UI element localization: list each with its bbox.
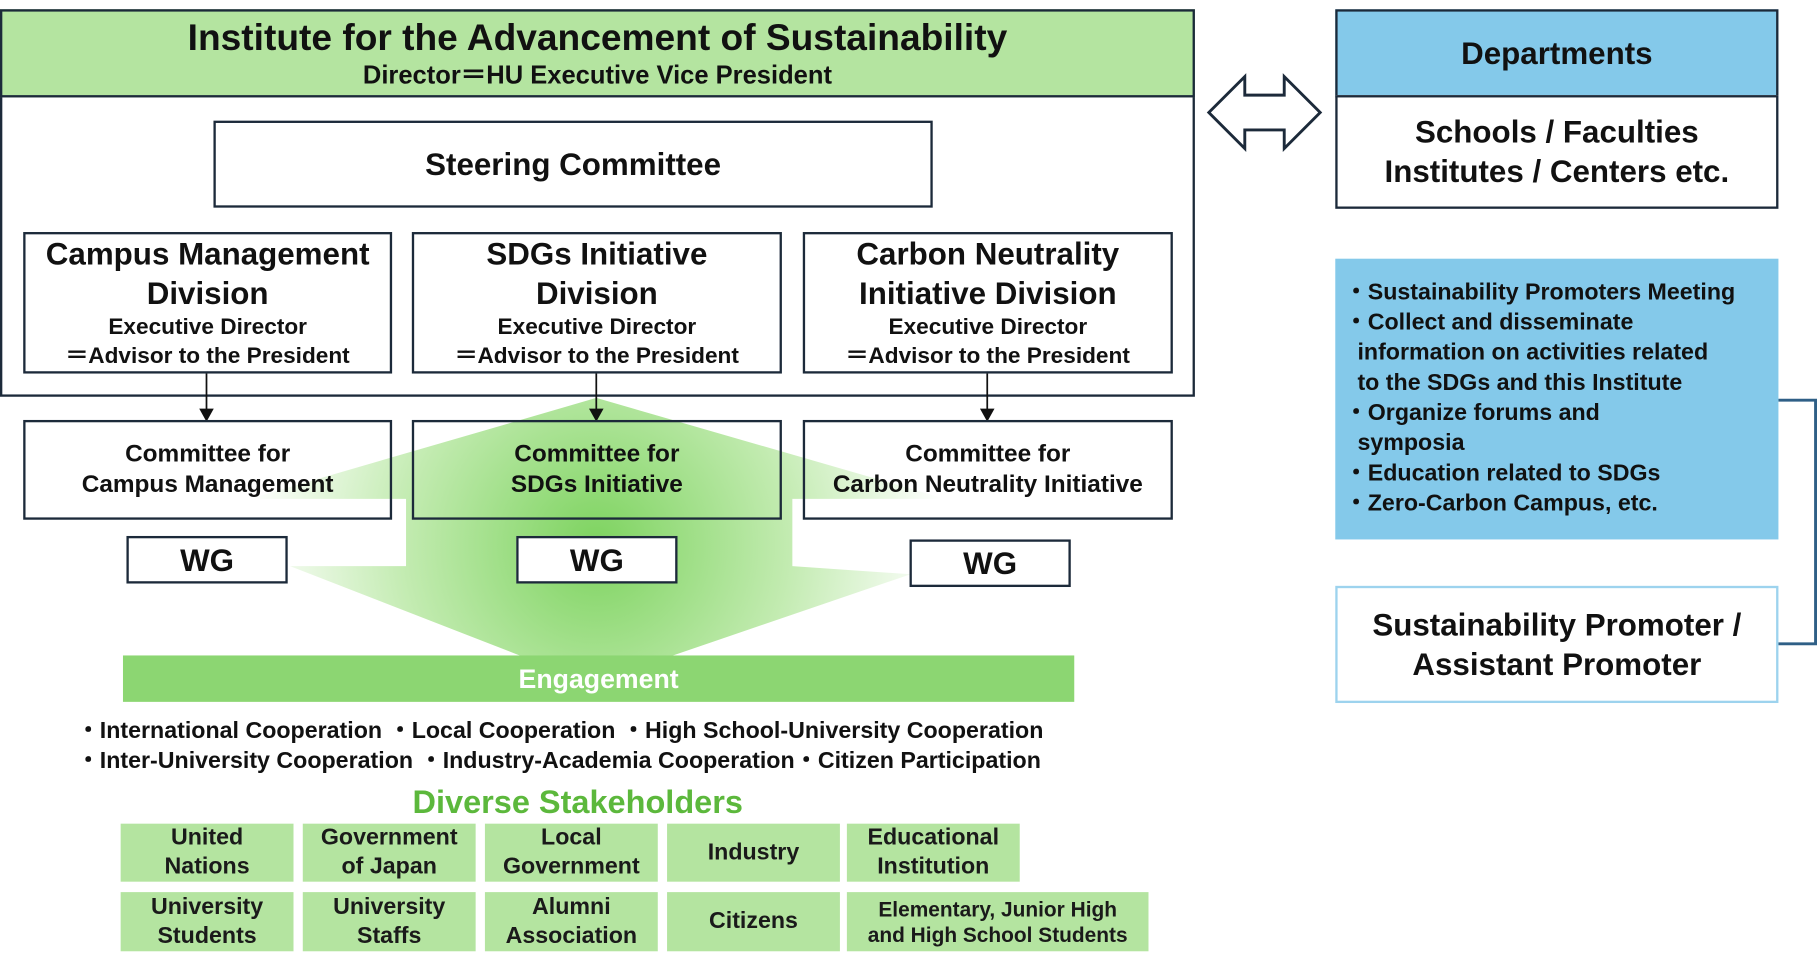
engagement-line-2: ・Inter-University Cooperation ・Industry-…: [76, 748, 1041, 774]
engagement-bar: Engagement: [122, 655, 1075, 702]
promoter-line: Assistant Promoter: [1412, 646, 1702, 682]
stakeholder-label: Local: [541, 824, 602, 851]
wg-campus: WG: [126, 535, 288, 584]
committee-label: Committee for: [514, 440, 680, 468]
division-role: ＝Advisor to the President: [65, 343, 350, 369]
stakeholder-label: Students: [157, 922, 257, 949]
activity-line: ・Collect and disseminate: [1344, 309, 1634, 336]
departments-line: Institutes / Centers etc.: [1384, 154, 1730, 190]
activity-line: ・Zero-Carbon Campus, etc.: [1344, 490, 1658, 517]
division-title: Initiative Division: [859, 276, 1117, 311]
stakeholder-label: University: [333, 893, 446, 920]
double-arrow-icon: [1206, 73, 1323, 152]
division-title: Carbon Neutrality: [856, 236, 1120, 272]
activity-line: ・Organize forums and: [1344, 400, 1600, 426]
stakeholder-label: and High School Students: [867, 922, 1128, 947]
institute-director: Director＝HU Executive Vice President: [362, 60, 832, 90]
wg-carbon: WG: [909, 539, 1071, 588]
activity-line: ・Education related to SDGs: [1344, 460, 1661, 487]
activity-line: symposia: [1344, 430, 1465, 456]
committee-label: Committee for: [905, 440, 1071, 468]
committee-label: SDGs Initiative: [510, 471, 683, 498]
committee-sdgs-initiative: Committee for SDGs Initiative: [411, 419, 782, 520]
stakeholder-label: of Japan: [341, 853, 437, 880]
division-role: Executive Director: [888, 314, 1088, 340]
division-role: Executive Director: [108, 314, 307, 340]
committee-campus-management: Committee for Campus Management: [23, 419, 393, 520]
division-title: SDGs Initiative: [486, 236, 708, 272]
departments-body: Schools / Faculties Institutes / Centers…: [1335, 95, 1779, 209]
stakeholder-label: Staffs: [356, 922, 422, 949]
stakeholder-label: Industry: [707, 839, 800, 865]
activity-line: to the SDGs and this Institute: [1344, 370, 1683, 396]
stakeholders-title: Diverse Stakeholders: [412, 784, 743, 821]
stakeholder-label: Institution: [877, 853, 990, 880]
division-role: ＝Advisor to the President: [845, 343, 1130, 369]
committee-label: Committee for: [125, 440, 291, 468]
bracket-line: [1778, 398, 1818, 646]
departments-line: Schools / Faculties: [1414, 114, 1699, 150]
division-title: Division: [146, 276, 269, 311]
activity-line: ・Sustainability Promoters Meeting: [1344, 279, 1736, 306]
institute-header: Institute for the Advancement of Sustain…: [0, 9, 1195, 98]
stakeholder-label: Alumni: [532, 893, 611, 920]
activities-box: ・Sustainability Promoters Meeting ・Colle…: [1335, 258, 1779, 540]
stakeholder-label: Government: [320, 824, 458, 851]
committee-label: Carbon Neutrality Initiative: [832, 471, 1143, 498]
stakeholder-citizens: Citizens: [667, 892, 840, 952]
division-title: Division: [535, 276, 658, 311]
committee-label: Campus Management: [81, 471, 334, 498]
wg-sdgs: WG: [516, 535, 678, 584]
committee-carbon-neutrality: Committee for Carbon Neutrality Initiati…: [802, 419, 1173, 520]
division-title: Campus Management: [45, 236, 370, 272]
stakeholder-label: Educational: [867, 824, 1000, 851]
division-role: Executive Director: [497, 314, 697, 340]
stakeholder-label: Citizens: [709, 908, 798, 934]
stakeholder-label: Association: [505, 922, 638, 949]
steering-committee: Steering Committee: [213, 120, 933, 208]
stakeholder-industry: Industry: [667, 823, 840, 882]
promoter-box: Sustainability Promoter / Assistant Prom…: [1335, 585, 1779, 704]
stakeholder-label: Government: [503, 853, 640, 880]
stakeholder-label: University: [150, 893, 264, 920]
institute-title: Institute for the Advancement of Sustain…: [187, 16, 1008, 59]
division-carbon-neutrality: Carbon Neutrality Initiative Division Ex…: [802, 232, 1173, 374]
activity-line: information on activities related: [1344, 339, 1709, 366]
promoter-line: Sustainability Promoter /: [1372, 607, 1742, 643]
stakeholder-label: Nations: [164, 853, 250, 880]
stakeholder-label: United: [170, 824, 244, 851]
engagement-line-1: ・International Cooperation ・Local Cooper…: [76, 718, 1044, 744]
division-campus-management: Campus Management Division Executive Dir…: [23, 232, 393, 374]
division-role: ＝Advisor to the President: [454, 343, 739, 369]
division-sdgs-initiative: SDGs Initiative Division Executive Direc…: [411, 232, 782, 374]
stakeholder-label: Elementary, Junior High: [878, 897, 1118, 921]
departments-header: Departments: [1335, 9, 1779, 98]
